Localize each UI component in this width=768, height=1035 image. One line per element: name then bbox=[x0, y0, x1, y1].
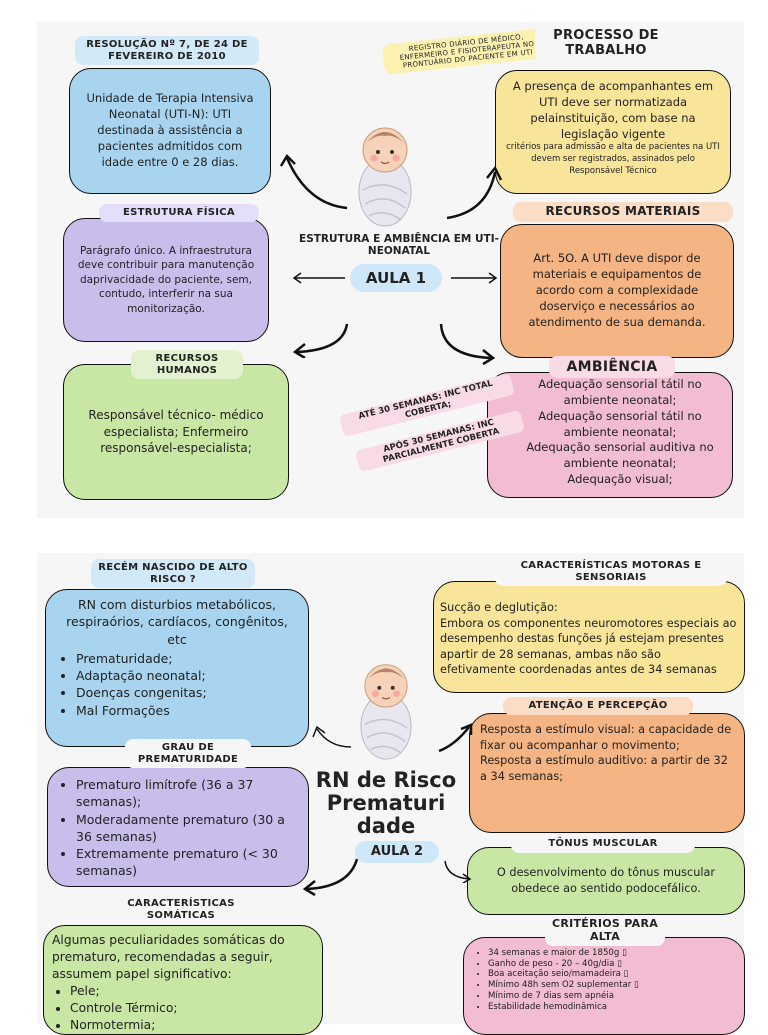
center-title: ESTRUTURA E AMBIÊNCIA EM UTI-NEONATAL bbox=[299, 233, 499, 257]
arrow-to-alto-risco bbox=[312, 725, 352, 748]
alta-item: Boa aceitação seio/mamadeira ▯ bbox=[488, 969, 734, 980]
alta-item: Ganho de peso - 20 – 40g/dia ▯ bbox=[488, 959, 734, 970]
arrow-to-resolucao bbox=[279, 153, 348, 210]
alta-item: Estabilidade hemodinâmica bbox=[488, 1002, 734, 1013]
grau-item: Moderadamente prematuro (30 a 36 semanas… bbox=[76, 811, 298, 846]
ambiencia-box: Adequação sensorial tátil no ambiente ne… bbox=[487, 372, 733, 498]
recursos-materiais-label: RECURSOS MATERIAIS bbox=[513, 202, 733, 222]
resolucao-label: RESOLUÇÃO Nº 7, DE 24 DE FEVEREIRO DE 20… bbox=[75, 36, 259, 65]
somaticas-item: Controle Térmico; bbox=[70, 1000, 314, 1017]
tonus-text: O desenvolvimento do tônus muscular obed… bbox=[496, 866, 716, 895]
alta-item: Mínimo de 7 dias sem apnéia bbox=[488, 991, 734, 1002]
estrutura-label: ESTRUTURA FÍSICA bbox=[99, 204, 259, 222]
arrow-to-somaticas bbox=[302, 858, 359, 897]
recursos-materiais-box: Art. 5O. A UTI deve dispor de materiais … bbox=[500, 224, 734, 358]
somaticas-list: Pele; Controle Térmico; Normotermia; bbox=[52, 983, 314, 1034]
baby-icon bbox=[358, 127, 412, 227]
ambiencia-line-3: Adequação sensorial auditiva no ambiente… bbox=[526, 440, 714, 471]
estrutura-text: Parágrafo único. A infraestrutura deve c… bbox=[77, 244, 255, 315]
alto-risco-item: Prematuridade; bbox=[76, 650, 296, 667]
arrow-to-recursos-materiais bbox=[451, 272, 498, 284]
alto-risco-item: Adaptação neonatal; bbox=[76, 667, 296, 684]
alto-risco-label: RECÉM NASCIDO DE ALTO RISCO ? bbox=[91, 559, 255, 588]
lesson-badge: AULA 1 bbox=[350, 264, 442, 292]
ambiencia-line-1: Adequação sensorial tátil no ambiente ne… bbox=[538, 377, 702, 407]
somaticas-item: Pele; bbox=[70, 983, 314, 1000]
processo-note: REGISTRO DIÁRIO DE MÉDICO, ENFERMEIRO E … bbox=[381, 27, 553, 75]
grau-item: Prematuro limítrofe (36 a 37 semanas); bbox=[76, 776, 298, 811]
motoras-label: CARACTERÍSTICAS MOTORAS E SENSORIAIS bbox=[495, 557, 727, 586]
tonus-box: O desenvolvimento do tônus muscular obed… bbox=[467, 847, 745, 915]
resolucao-box: Unidade de Terapia Intensiva Neonatal (U… bbox=[69, 68, 271, 194]
resolucao-text: Unidade de Terapia Intensiva Neonatal (U… bbox=[86, 91, 254, 169]
tonus-label: TÔNUS MUSCULAR bbox=[511, 835, 695, 853]
somaticas-intro: Algumas peculiaridades somáticas do prem… bbox=[52, 933, 285, 981]
alta-label: CRITÉRIOS PARA ALTA bbox=[545, 915, 665, 947]
arrow-to-estrutura bbox=[292, 272, 345, 284]
somaticas-box: Algumas peculiaridades somáticas do prem… bbox=[43, 925, 323, 1035]
processo-small: critérios para admissão e alta de pacien… bbox=[506, 142, 720, 176]
mindmap-page-1: ESTRUTURA E AMBIÊNCIA EM UTI-NEONATAL AU… bbox=[37, 22, 744, 518]
processo-box: A presença de acompanhantes em UTI deve … bbox=[495, 70, 731, 194]
alta-list: 34 semanas e maior de 1850g ▯ Ganho de p… bbox=[474, 948, 734, 1012]
motoras-text-2: Embora os componentes neuromotores espec… bbox=[440, 616, 737, 677]
somaticas-item: Normotermia; bbox=[70, 1017, 314, 1034]
recursos-materiais-text: Art. 5O. A UTI deve dispor de materiais … bbox=[528, 251, 706, 329]
atencao-box: Resposta a estímulo visual: a capacidade… bbox=[469, 713, 745, 833]
grau-box: Prematuro limítrofe (36 a 37 semanas); M… bbox=[47, 767, 309, 887]
grau-label: GRAU DE PREMATURIDADE bbox=[125, 739, 251, 768]
alto-risco-intro: RN com disturbios metabólicos, respiraór… bbox=[66, 597, 288, 647]
alto-risco-list: Prematuridade; Adaptação neonatal; Doenç… bbox=[58, 650, 296, 719]
grau-list: Prematuro limítrofe (36 a 37 semanas); M… bbox=[58, 776, 298, 880]
processo-text: A presença de acompanhantes em UTI deve … bbox=[512, 79, 714, 141]
arrow-to-processo bbox=[446, 165, 503, 220]
baby-icon bbox=[360, 664, 412, 760]
arrow-to-motoras bbox=[438, 723, 473, 753]
ambiencia-label: AMBIÊNCIA bbox=[549, 356, 675, 379]
alta-box: 34 semanas e maior de 1850g ▯ Ganho de p… bbox=[463, 937, 745, 1035]
recursos-humanos-box: Responsável técnico- médico especialista… bbox=[63, 364, 289, 500]
atencao-text-1: Resposta a estímulo visual: a capacidade… bbox=[480, 723, 732, 752]
alto-risco-box: RN com disturbios metabólicos, respiraór… bbox=[45, 589, 309, 747]
arrow-to-recursos-humanos bbox=[292, 323, 349, 358]
arrow-to-ambiencia bbox=[439, 323, 496, 366]
atencao-text-2: Resposta a estímulo auditivo: a partir d… bbox=[480, 754, 728, 783]
estrutura-box: Parágrafo único. A infraestrutura deve c… bbox=[63, 218, 269, 342]
alto-risco-item: Mal Formações bbox=[76, 702, 296, 719]
motoras-box: Sucção e deglutição: Embora os component… bbox=[433, 581, 745, 693]
grau-item: Extremamente prematuro (< 30 semanas) bbox=[76, 845, 298, 880]
alta-item: 34 semanas e maior de 1850g ▯ bbox=[488, 948, 734, 959]
center-title: RN de Risco Prematuri dade bbox=[315, 768, 457, 839]
recursos-humanos-text: Responsável técnico- médico especialista… bbox=[88, 408, 264, 456]
ambiencia-line-4: Adequação visual; bbox=[567, 472, 673, 487]
arrow-to-tonus bbox=[444, 860, 472, 883]
processo-label: PROCESSO DE TRABALHO bbox=[535, 26, 677, 62]
lesson-badge: AULA 2 bbox=[355, 841, 439, 863]
motoras-text-1: Sucção e deglutição: bbox=[440, 601, 558, 614]
somaticas-label: CARACTERÍSTICAS SOMÁTICAS bbox=[109, 895, 253, 924]
alta-item: Mínimo 48h sem O2 suplementar ▯ bbox=[488, 980, 734, 991]
atencao-label: ATENÇÃO E PERCEPÇÃO bbox=[503, 697, 693, 715]
recursos-humanos-label: RECURSOS HUMANOS bbox=[131, 350, 243, 379]
ambiencia-line-2: Adequação sensorial tátil no ambiente ne… bbox=[538, 408, 702, 439]
alto-risco-item: Doenças congenitas; bbox=[76, 684, 296, 701]
mindmap-page-2: RN de Risco Prematuri dade AULA 2 RECÉM … bbox=[37, 553, 745, 1035]
